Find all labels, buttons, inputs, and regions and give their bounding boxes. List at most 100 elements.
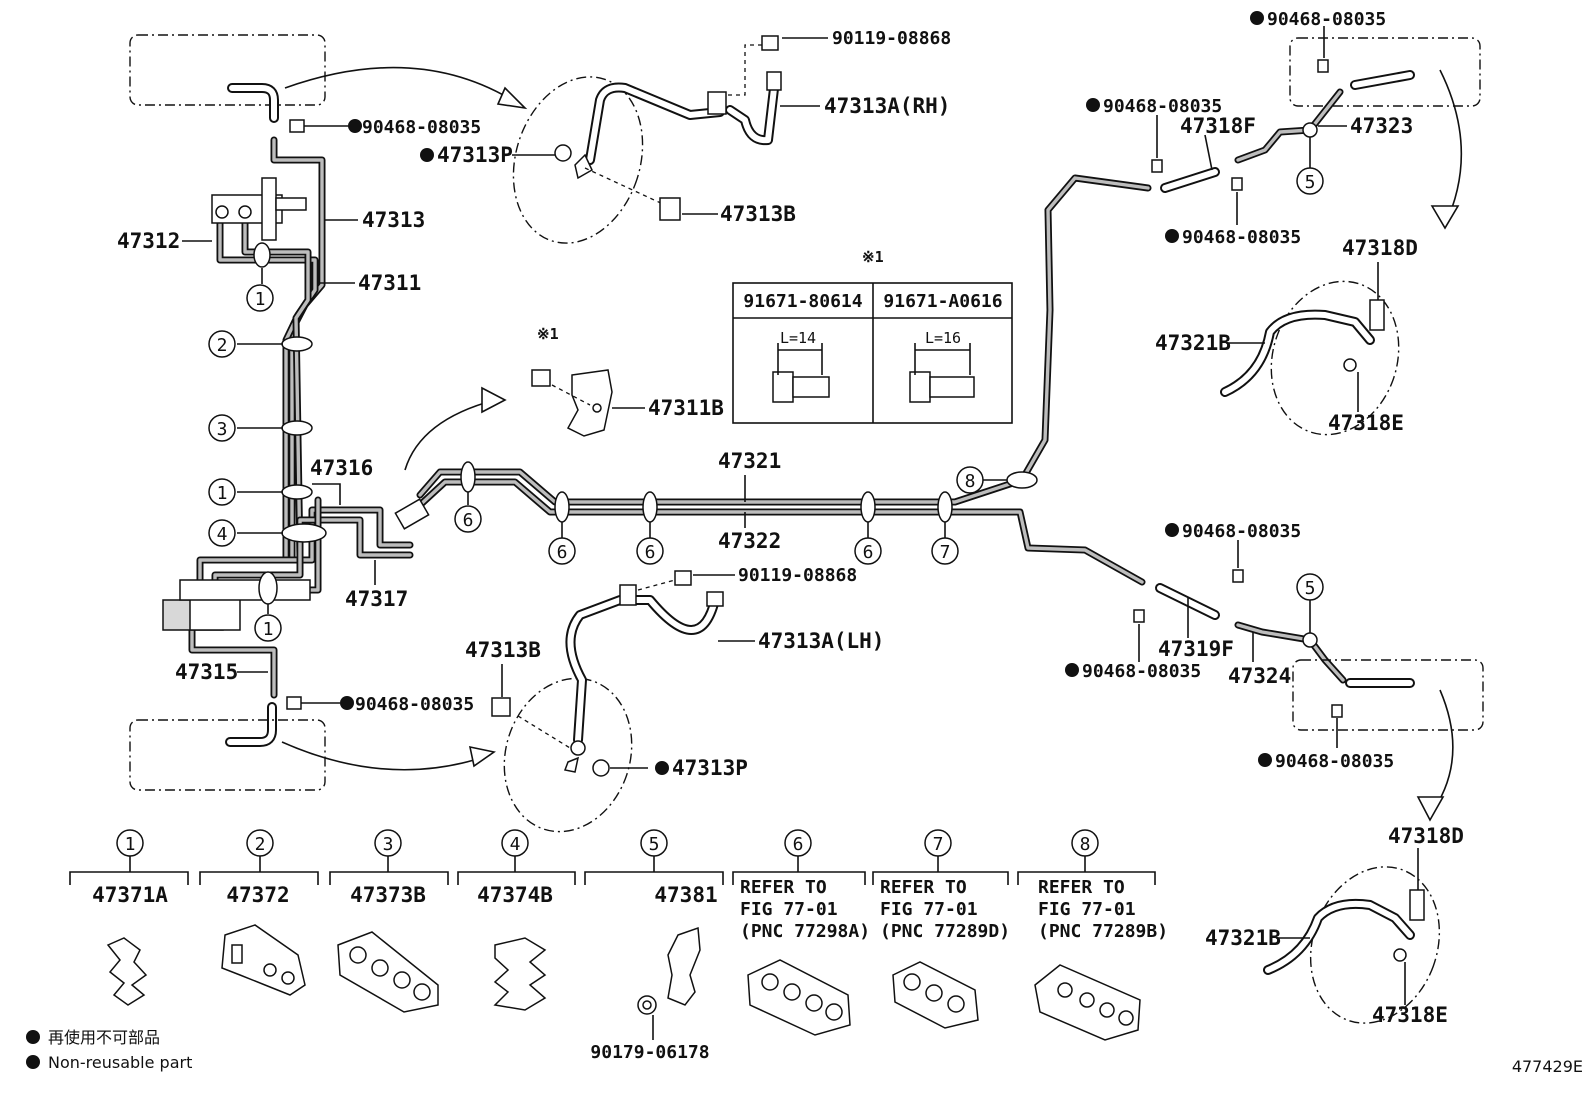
legend-refer-text: REFER TO [1038, 877, 1125, 898]
legend-refer-text: FIG 77-01 [880, 899, 978, 920]
diagram-id-code: 477429E [1512, 1057, 1583, 1076]
label-47313A-RH: 47313A(RH) [824, 94, 950, 118]
non-reusable-dot-icon [655, 761, 669, 775]
clamp-marker [460, 461, 476, 493]
callout-number: 6 [463, 510, 474, 531]
label-47322: 47322 [718, 529, 781, 553]
label-90119-08868: 90119-08868 [832, 28, 951, 49]
legend-part-number: 47371A [92, 883, 168, 907]
hose-fitting [706, 591, 724, 607]
callout-number: 1 [217, 483, 228, 504]
label-90468-08035: 90468-08035 [1103, 96, 1222, 117]
label-90468-08035: 90468-08035 [1275, 751, 1394, 772]
callout-number: 5 [1305, 172, 1316, 193]
non-reusable-dot-icon [26, 1055, 40, 1069]
label-47324: 47324 [1228, 664, 1291, 688]
legend-callout-number: 3 [383, 834, 394, 855]
label-47315: 47315 [175, 660, 238, 684]
legend-part-number: 47381 [654, 883, 717, 907]
label-47323: 47323 [1350, 114, 1413, 138]
clip-icon [1151, 159, 1163, 173]
bolt-icon [491, 697, 511, 717]
hose-fitting [1409, 889, 1425, 921]
non-reusable-dot-icon [1086, 98, 1100, 112]
label-47313A-LH: 47313A(LH) [758, 629, 884, 653]
legend-refer-text: REFER TO [740, 877, 827, 898]
main-rear-pipes [394, 174, 1152, 586]
callout-number: 7 [940, 542, 951, 563]
non-reusable-dot-icon [1258, 753, 1272, 767]
legend-refer-text: (PNC 77298A) [740, 921, 870, 942]
clamp-illustration [747, 959, 851, 1036]
bolt-icon [659, 197, 681, 221]
legend-refer-text: FIG 77-01 [1038, 899, 1136, 920]
legend-japanese-text: 再使用不可部品 [48, 1028, 160, 1047]
front-left-area [129, 34, 528, 791]
callout-number: 1 [255, 289, 266, 310]
legend-refer-text: (PNC 77289B) [1038, 921, 1168, 942]
legend-callout-number: 1 [125, 834, 136, 855]
callout-circle [246, 284, 274, 312]
table-header-cell: 91671-80614 [743, 291, 862, 312]
bolt-icon [761, 35, 779, 51]
label-47318D: 47318D [1342, 236, 1418, 260]
note-mark: ※1 [537, 325, 559, 343]
legend-callout-number: 8 [1080, 834, 1091, 855]
clamp-illustration [493, 937, 547, 1011]
clip-icon [286, 696, 302, 710]
label-47318E: 47318E [1372, 1003, 1448, 1027]
legend-callout-number: 2 [255, 834, 266, 855]
label-47313P: 47313P [437, 143, 513, 167]
callout-number: 8 [965, 471, 976, 492]
legend-part-number: 47372 [226, 883, 289, 907]
non-reusable-dot-icon [1165, 523, 1179, 537]
non-reusable-dot-icon [1165, 229, 1179, 243]
bottom-inset-box [129, 719, 326, 791]
callout-number: 2 [217, 335, 228, 356]
rear-lh-group [1133, 540, 1484, 1024]
legend-callout-number: 7 [933, 834, 944, 855]
label-90468-08035: 90468-08035 [355, 694, 474, 715]
label-47316: 47316 [310, 456, 373, 480]
callout-number: 6 [557, 542, 568, 563]
label-47321B: 47321B [1155, 331, 1231, 355]
non-reusable-dot-icon [26, 1030, 40, 1044]
label-90468-08035: 90468-08035 [1182, 521, 1301, 542]
top-inset-hose [227, 83, 279, 123]
label-47313: 47313 [362, 208, 425, 232]
legend-refer-text: FIG 77-01 [740, 899, 838, 920]
legend-refer-text: (PNC 77289D) [880, 921, 1010, 942]
label-47321B: 47321B [1205, 926, 1281, 950]
legend-english-text: Non-reusable part [48, 1053, 192, 1072]
label-90468-08035: 90468-08035 [1267, 9, 1386, 30]
top-inset-box [129, 34, 326, 106]
label-47317: 47317 [345, 587, 408, 611]
label-47311B: 47311B [648, 396, 724, 420]
bolt-icon [909, 371, 931, 403]
legend-part-number: 47373B [350, 883, 426, 907]
clamp-illustration [106, 937, 148, 1006]
clip-icon [1133, 609, 1145, 623]
callout-number: 1 [263, 619, 274, 640]
bottom-inset-arrow [281, 741, 491, 771]
hose-fitting [766, 71, 782, 91]
label-90468-08035: 90468-08035 [1182, 227, 1301, 248]
callout-number: 3 [217, 419, 228, 440]
callout-number: 5 [1305, 578, 1316, 599]
callout-number: 6 [863, 542, 874, 563]
legend-callout-number: 5 [649, 834, 660, 855]
non-reusable-dot-icon [348, 119, 362, 133]
table-header-cell: 91671-A0616 [883, 291, 1002, 312]
hose-fitting [1369, 299, 1385, 331]
clamp-illustration [667, 926, 701, 1006]
non-reusable-dot-icon [1250, 11, 1264, 25]
clamp-marker [253, 242, 271, 268]
label-47313B: 47313B [465, 638, 541, 662]
bolt-table: ※1 91671-80614 91671-A0616 L=14 L=16 [732, 248, 1013, 424]
label-47318E: 47318E [1328, 411, 1404, 435]
label-90468-08035: 90468-08035 [1082, 661, 1201, 682]
bolt-length-label: L=14 [780, 329, 816, 347]
label-90468-08035: 90468-08035 [362, 117, 481, 138]
label-47313P: 47313P [672, 756, 748, 780]
front-lh-hose-group [491, 570, 755, 833]
